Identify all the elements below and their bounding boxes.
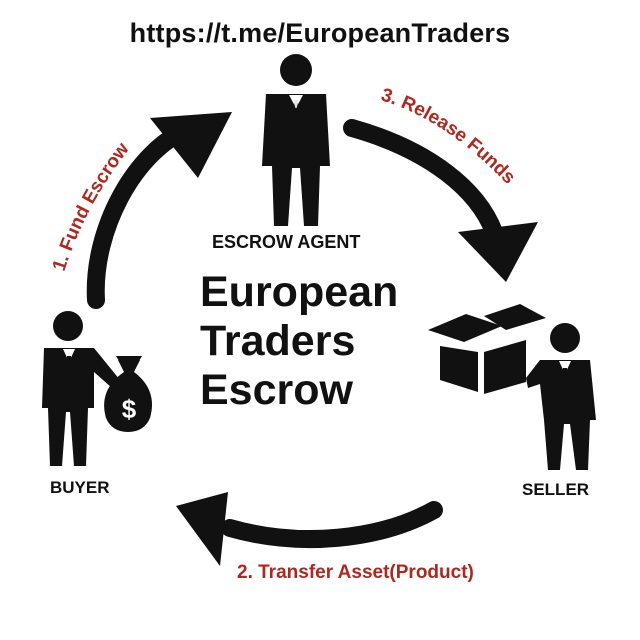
arrow-fund-escrow	[86, 112, 232, 309]
buyer-figure-icon	[42, 311, 120, 466]
center-title: European Traders Escrow	[200, 268, 440, 415]
money-bag-icon: $	[104, 356, 152, 432]
buyer-label: BUYER	[50, 478, 110, 497]
svg-text:$: $	[122, 394, 137, 424]
escrow-agent-figure-icon	[262, 54, 330, 226]
box-icon	[428, 304, 546, 394]
arrow-transfer-asset	[176, 492, 443, 566]
seller-figure-icon	[526, 323, 596, 470]
title-line-1: European	[200, 268, 399, 316]
escrow-agent-label: ESCROW AGENT	[212, 232, 361, 252]
telegram-url[interactable]: https://t.me/EuropeanTraders	[129, 18, 511, 48]
title-line-2: Traders	[200, 317, 356, 365]
arrow-release-funds	[343, 119, 538, 282]
seller-label: SELLER	[522, 480, 590, 499]
step2-label: 2. Transfer Asset(Product)	[237, 562, 474, 583]
title-line-3: Escrow	[200, 366, 353, 414]
